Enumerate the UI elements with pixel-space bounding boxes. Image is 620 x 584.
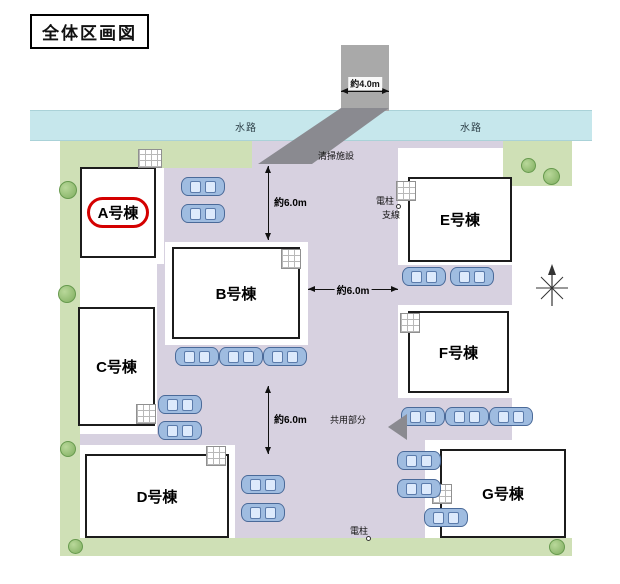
dimension-arrow [265,166,271,240]
lot-right-margin [512,186,572,440]
diagram-title: 全体区画図 [30,14,149,49]
dimension-label: 約6.0m [274,198,307,209]
tree-icon [521,158,536,173]
building-e: E号棟 [408,177,512,262]
entrance-porch-f [400,313,420,333]
car-icon [397,451,441,470]
building-f-label: F号棟 [438,344,479,362]
landscape-strip-left [60,141,80,556]
building-c-label: C号棟 [96,359,137,376]
dimension-arrow [341,88,389,94]
utility-pole-lower-label: 電柱 [350,526,369,536]
car-icon [450,267,494,286]
entrance-porch-d [206,446,226,466]
car-icon [263,347,307,366]
tree-icon [59,181,77,199]
building-c: C号棟 [78,307,155,426]
building-a-label: A号棟 [97,205,139,222]
dimension-arrow [265,386,271,454]
road-crossing [258,108,389,164]
tree-icon [549,539,565,555]
dimension-lower-road: 約6.0m [262,384,308,456]
building-a-highlight: A号棟 [86,197,150,228]
car-icon [424,508,468,527]
entrance-porch-e [396,181,416,201]
common-area-marker [388,414,407,440]
building-d-label: D号棟 [136,488,178,506]
car-icon [158,395,202,414]
utility-pole-icon [396,204,401,209]
cleaning-facility-label: 清掃施設 [318,151,355,161]
car-icon [158,421,202,440]
building-b-label: B号棟 [215,285,257,303]
dimension-label: 約4.0m [348,77,382,90]
landscape-strip-top-right [503,141,572,186]
car-icon [401,407,445,426]
common-area-label: 共用部分 [330,415,367,425]
car-icon [397,479,441,498]
dimension-label: 約6.0m [274,415,307,426]
entrance-porch-a [138,149,162,168]
guy-wire-label: 支線 [382,210,401,220]
entrance-porch-c [136,404,156,424]
building-a: A号棟 [80,167,156,258]
dimension-label: 約6.0m [334,282,372,297]
building-g-label: G号棟 [482,486,524,503]
car-icon [241,503,285,522]
building-b: B号棟 [172,247,300,339]
compass-north-icon [536,264,568,306]
entrance-porch-b [281,249,301,269]
tree-icon [543,168,560,185]
building-e-label: E号棟 [439,212,480,229]
dimension-center-road: 約6.0m [308,281,398,297]
dimension-north-road: 約4.0m [339,77,391,97]
car-icon [175,347,219,366]
building-d: D号棟 [85,454,229,538]
building-f: F号棟 [408,311,509,393]
dimension-upper-road: 約6.0m [262,164,308,242]
tree-icon [68,539,83,554]
tree-icon [60,441,76,457]
landscape-strip-bottom [60,538,572,556]
utility-pole-icon [366,536,371,541]
car-icon [219,347,263,366]
utility-pole-upper-label: 電柱 [376,196,395,206]
waterway-label-left: 水路 [235,123,257,134]
waterway-label-right: 水路 [460,123,482,134]
car-icon [181,177,225,196]
car-icon [241,475,285,494]
car-icon [489,407,533,426]
tree-icon [58,285,76,303]
car-icon [402,267,446,286]
car-icon [181,204,225,223]
car-icon [445,407,489,426]
